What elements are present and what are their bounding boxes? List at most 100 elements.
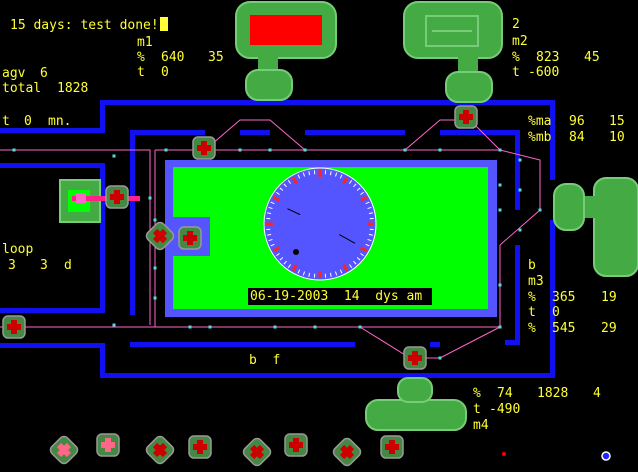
parked-agv-icon[interactable] xyxy=(144,434,175,465)
loop-a: 3 xyxy=(8,258,16,273)
m4-total: 1828 xyxy=(537,386,569,401)
machine-m4 xyxy=(365,377,467,431)
waypoint-dot xyxy=(498,208,502,212)
agv-vehicle-icon[interactable] xyxy=(144,220,175,251)
parked-agv-icon[interactable] xyxy=(380,435,404,459)
clock-minute-mark xyxy=(360,191,364,196)
bottom-label: b f xyxy=(249,353,281,368)
waypoint-dot xyxy=(273,325,277,329)
parked-agv-icon[interactable] xyxy=(48,434,79,465)
parked-agv-icon[interactable] xyxy=(284,433,308,457)
agv-label: agv xyxy=(2,66,26,81)
clock-minute-mark xyxy=(267,233,272,236)
loop-c: d xyxy=(64,258,72,273)
clock-minute-mark xyxy=(302,271,306,276)
clock-hour-mark xyxy=(291,263,298,272)
m3-pct2-value: 545 xyxy=(552,321,576,336)
agv-vehicle-icon[interactable] xyxy=(192,136,216,160)
m1-pct-value: 640 xyxy=(161,50,185,65)
clock-hour-mark xyxy=(359,246,368,253)
m4-pct-value: 74 xyxy=(497,386,513,401)
m3-pct2-label: % xyxy=(528,321,536,336)
ma-label: %ma xyxy=(528,114,552,129)
clock-minute-mark xyxy=(270,243,275,247)
waypoint-dot xyxy=(403,148,407,152)
clock-minute-mark xyxy=(356,187,361,191)
waypoint-dot xyxy=(498,183,502,187)
timer-value: 0 xyxy=(24,114,32,129)
m4-pct-label: % xyxy=(473,386,481,401)
m3-t-label: t xyxy=(528,305,536,320)
total-value: 1828 xyxy=(57,81,89,96)
m4-t-value: -490 xyxy=(489,402,521,417)
clock-minute-mark xyxy=(329,171,332,176)
clock-minute-mark xyxy=(353,183,357,188)
waypoint-dot xyxy=(438,356,442,360)
waypoint-dot xyxy=(313,325,317,329)
waypoint-dot xyxy=(238,148,242,152)
status-message: 15 days: test done! xyxy=(10,17,168,33)
loop-label: loop xyxy=(2,242,34,257)
clock-minute-mark xyxy=(308,171,311,176)
clock-hour-mark xyxy=(359,195,368,202)
agv-vehicle-icon[interactable] xyxy=(178,226,202,250)
m2-pct-value: 823 xyxy=(536,50,560,65)
clock xyxy=(263,167,377,281)
m1-pct-label: % xyxy=(137,50,145,65)
waypoint-dot xyxy=(498,148,502,152)
m3-pct2-extra: 29 xyxy=(601,321,617,336)
waypoint-dot xyxy=(153,296,157,300)
text-cursor xyxy=(159,17,168,31)
waypoint-dot xyxy=(208,325,212,329)
waypoint-dot xyxy=(148,196,152,200)
waypoint-dot xyxy=(153,266,157,270)
agv-vehicle-icon[interactable] xyxy=(403,346,427,370)
clock-minute-mark xyxy=(368,212,373,215)
clock-minute-mark xyxy=(276,252,280,257)
waypoint-dot xyxy=(164,148,168,152)
agv-vehicle-icon[interactable] xyxy=(454,105,478,129)
parked-agv-icon[interactable] xyxy=(188,435,212,459)
parked-agv-icon[interactable] xyxy=(96,433,120,457)
ma-extra: 15 xyxy=(609,114,625,129)
m2-number: 2 xyxy=(512,17,520,32)
waypoint-dot xyxy=(268,148,272,152)
machine-m2 xyxy=(403,1,503,103)
machine-m3 xyxy=(553,177,638,277)
timer-label: t xyxy=(2,114,10,129)
clock-minute-mark xyxy=(270,201,275,205)
parked-agv-icon[interactable] xyxy=(241,436,272,467)
waypoint-dot xyxy=(518,158,522,162)
clock-minute-mark xyxy=(308,272,311,277)
clock-minute-mark xyxy=(367,238,372,242)
agv-vehicle-icon[interactable] xyxy=(2,315,26,339)
m1-t-value: 0 xyxy=(161,65,169,80)
clock-minute-mark xyxy=(287,180,292,184)
parked-agv-icon[interactable] xyxy=(331,436,362,467)
clock-minute-mark xyxy=(276,191,280,196)
m4-extra: 4 xyxy=(593,386,601,401)
loop-b: 3 xyxy=(40,258,48,273)
waypoint-dot xyxy=(538,208,542,212)
agv-vehicle-icon[interactable] xyxy=(105,185,129,209)
timer-unit: mn. xyxy=(48,114,72,129)
m3-b: b xyxy=(528,258,536,273)
clock-minute-mark xyxy=(368,233,373,236)
clock-minute-mark xyxy=(367,206,372,210)
clock-minute-mark xyxy=(297,269,301,274)
waypoint-dot xyxy=(12,148,16,152)
clock-minute-mark xyxy=(279,257,284,261)
clock-hour-mark xyxy=(342,263,349,272)
agv-count: 6 xyxy=(40,66,48,81)
waypoint-dot xyxy=(358,325,362,329)
clock-minute-mark xyxy=(302,172,306,177)
m2-t-label: t xyxy=(512,65,520,80)
clock-pivot-dot xyxy=(293,249,299,255)
status-indicator-icon xyxy=(601,451,611,461)
clock-hour-mark xyxy=(272,246,281,253)
waypoint-dot xyxy=(438,148,442,152)
m2-t-value: -600 xyxy=(528,65,560,80)
clock-minute-mark xyxy=(283,183,287,188)
